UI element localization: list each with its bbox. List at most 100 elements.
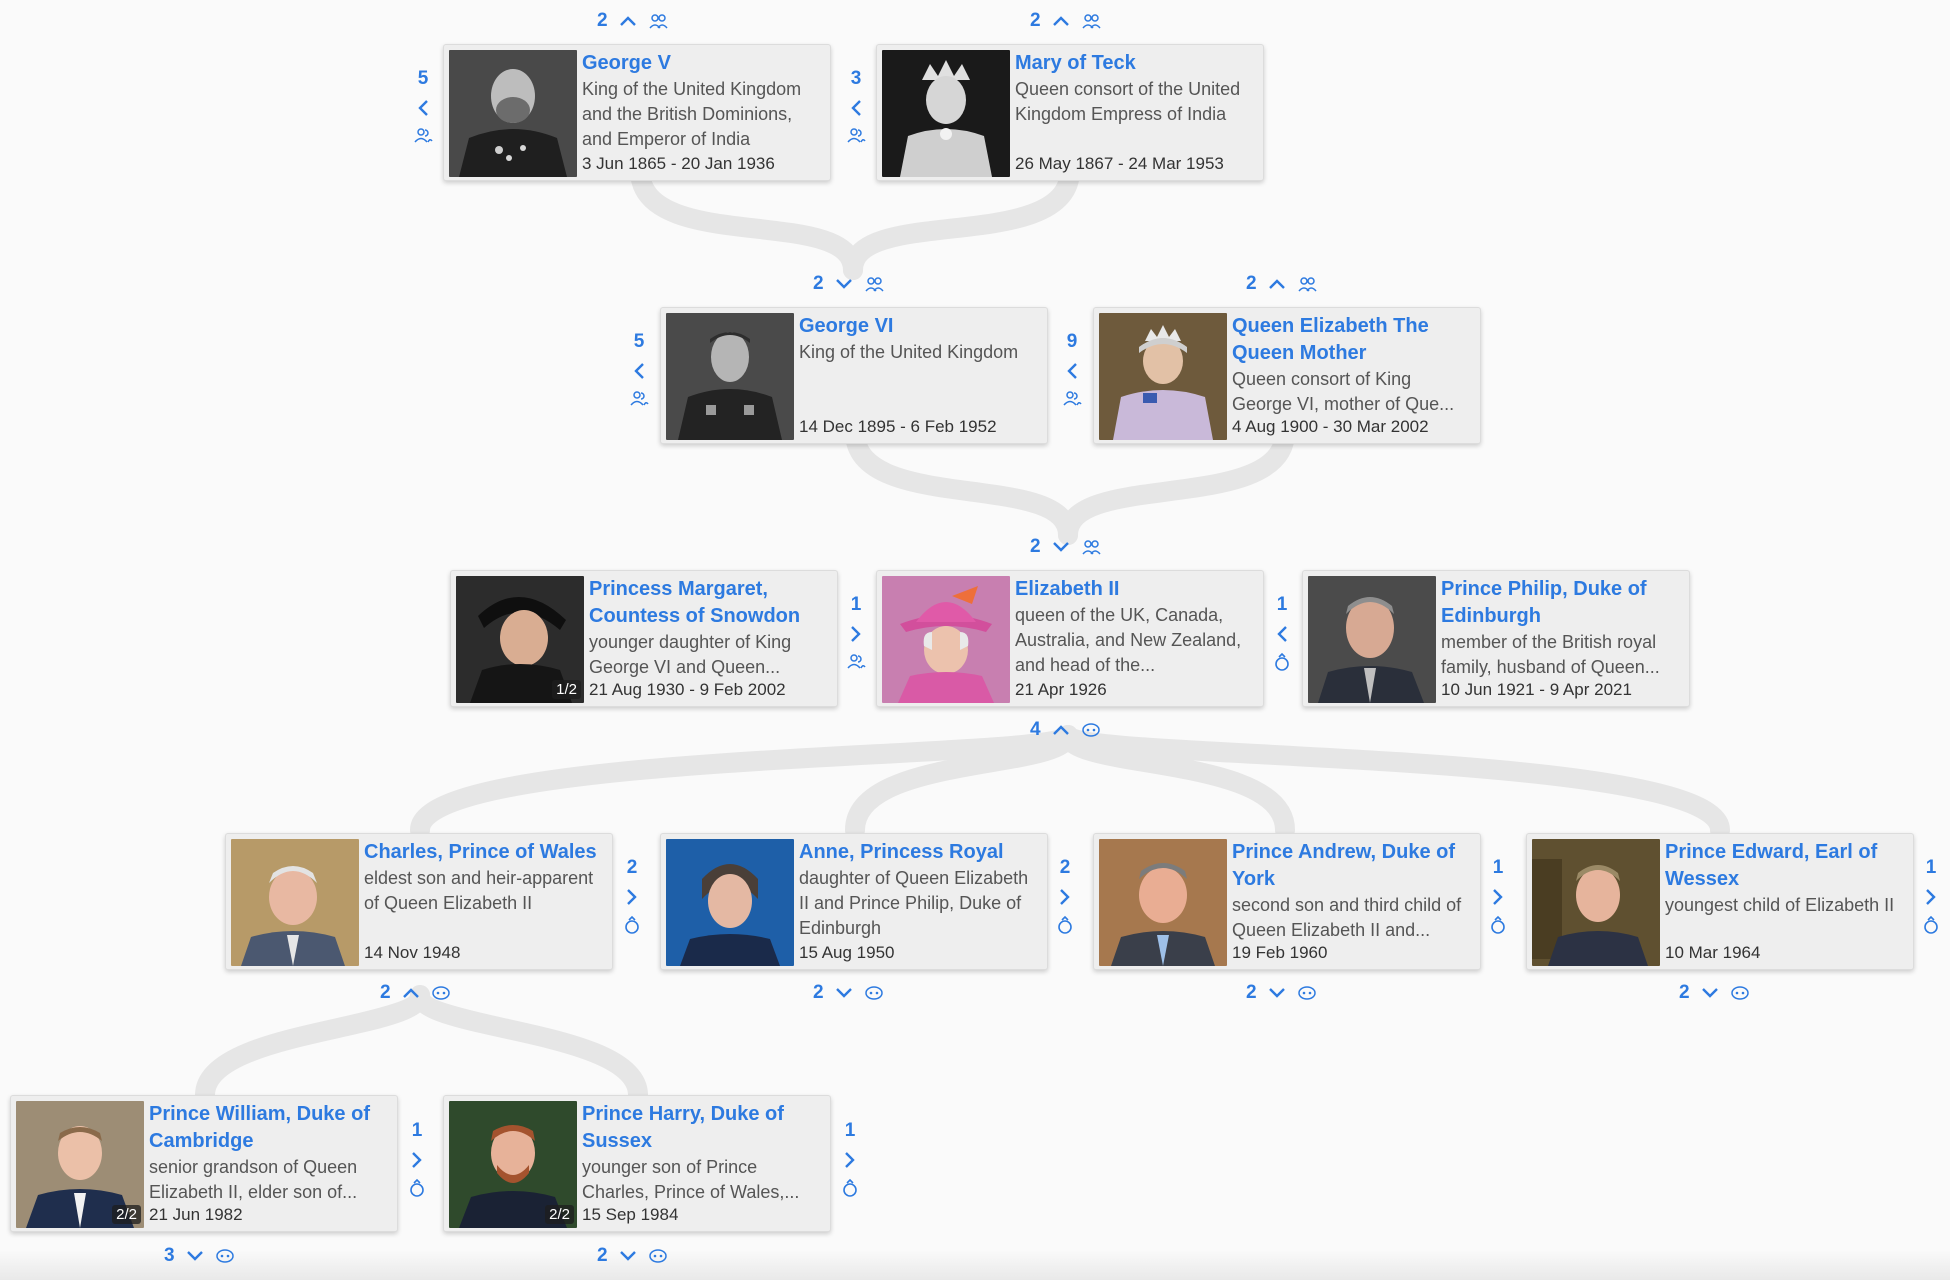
photo-page-indicator[interactable]: 2/2 — [112, 1205, 141, 1224]
children-toggle-william[interactable]: 3 — [164, 1245, 235, 1267]
chevron-down-icon[interactable] — [1267, 986, 1287, 1000]
parents-icon[interactable] — [1081, 538, 1101, 556]
children-toggle-anne[interactable]: 2 — [813, 982, 884, 1004]
chevron-down-icon[interactable] — [834, 986, 854, 1000]
siblings-icon[interactable] — [846, 126, 866, 144]
person-card-george-vi[interactable]: George VI King of the United Kingdom 14 … — [660, 307, 1048, 444]
ring-icon[interactable] — [623, 915, 641, 935]
chevron-left-icon[interactable] — [849, 98, 863, 118]
spouses-toggle-anne[interactable]: 2 — [1056, 857, 1074, 935]
chevron-down-icon[interactable] — [834, 277, 854, 291]
children-toggle-harry[interactable]: 2 — [597, 1245, 668, 1267]
chevron-right-icon[interactable] — [1491, 887, 1505, 907]
children-icon[interactable] — [431, 984, 451, 1002]
chevron-right-icon[interactable] — [1058, 887, 1072, 907]
children-icon[interactable] — [1730, 984, 1750, 1002]
siblings-toggle-george-v[interactable]: 5 — [413, 68, 433, 144]
spouses-toggle-harry[interactable]: 1 — [841, 1120, 859, 1198]
chevron-up-icon[interactable] — [1051, 14, 1071, 28]
chevron-up-icon[interactable] — [1267, 277, 1287, 291]
spouses-toggle-andrew[interactable]: 1 — [1489, 857, 1507, 935]
chevron-right-icon[interactable] — [843, 1150, 857, 1170]
person-card-mary-of-teck[interactable]: Mary of Teck Queen consort of the United… — [876, 44, 1264, 181]
person-name[interactable]: Princess Margaret, Countess of Snowdon — [589, 578, 801, 627]
person-name[interactable]: Prince Edward, Earl of Wessex — [1665, 841, 1878, 890]
children-icon[interactable] — [1297, 984, 1317, 1002]
chevron-up-icon[interactable] — [401, 986, 421, 1000]
chevron-right-icon[interactable] — [1924, 887, 1938, 907]
chevron-left-icon[interactable] — [632, 361, 646, 381]
person-card-edward[interactable]: Prince Edward, Earl of Wessex youngest c… — [1526, 833, 1914, 970]
siblings-toggle-mary[interactable]: 3 — [846, 68, 866, 144]
person-card-harry[interactable]: 2/2 Prince Harry, Duke of Sussex younger… — [443, 1095, 831, 1232]
children-toggle-charles[interactable]: 2 — [380, 982, 451, 1004]
photo-page-indicator[interactable]: 2/2 — [545, 1205, 574, 1224]
children-icon[interactable] — [1081, 721, 1101, 739]
chevron-up-icon[interactable] — [618, 14, 638, 28]
person-card-princess-margaret[interactable]: 1/2 Princess Margaret, Countess of Snowd… — [450, 570, 838, 707]
siblings-icon[interactable] — [846, 652, 866, 670]
ring-icon[interactable] — [1056, 915, 1074, 935]
chevron-up-icon[interactable] — [1051, 723, 1071, 737]
parents-toggle-queen-mother[interactable]: 2 — [1246, 273, 1317, 295]
ring-icon[interactable] — [841, 1178, 859, 1198]
person-card-charles[interactable]: Charles, Prince of Wales eldest son and … — [225, 833, 613, 970]
parents-toggle-elizabeth-ii[interactable]: 2 — [1030, 536, 1101, 558]
chevron-down-icon[interactable] — [1051, 540, 1071, 554]
spouses-toggle-edward[interactable]: 1 — [1922, 857, 1940, 935]
children-icon[interactable] — [648, 1247, 668, 1265]
photo-page-indicator[interactable]: 1/2 — [552, 680, 581, 699]
person-card-george-v[interactable]: George V King of the United Kingdom and … — [443, 44, 831, 181]
parents-icon[interactable] — [864, 275, 884, 293]
spouses-toggle-william[interactable]: 1 — [408, 1120, 426, 1198]
person-card-prince-philip[interactable]: Prince Philip, Duke of Edinburgh member … — [1302, 570, 1690, 707]
chevron-down-icon[interactable] — [185, 1249, 205, 1263]
children-icon[interactable] — [864, 984, 884, 1002]
parents-toggle-mary[interactable]: 2 — [1030, 10, 1101, 32]
ring-icon[interactable] — [1489, 915, 1507, 935]
person-name[interactable]: Charles, Prince of Wales — [364, 841, 597, 863]
person-name[interactable]: Prince Philip, Duke of Edinburgh — [1441, 578, 1647, 627]
children-icon[interactable] — [215, 1247, 235, 1265]
chevron-left-icon[interactable] — [1065, 361, 1079, 381]
person-card-elizabeth-ii[interactable]: Elizabeth II queen of the UK, Canada, Au… — [876, 570, 1264, 707]
parents-toggle-george-vi[interactable]: 2 — [813, 273, 884, 295]
chevron-left-icon[interactable] — [416, 98, 430, 118]
children-toggle-elizabeth-ii[interactable]: 4 — [1030, 719, 1101, 741]
ring-icon[interactable] — [1273, 652, 1291, 672]
parents-toggle-george-v[interactable]: 2 — [597, 10, 668, 32]
ring-icon[interactable] — [1922, 915, 1940, 935]
person-name[interactable]: Queen Elizabeth The Queen Mother — [1232, 315, 1429, 364]
person-name[interactable]: George V — [582, 52, 671, 74]
siblings-icon[interactable] — [629, 389, 649, 407]
chevron-right-icon[interactable] — [625, 887, 639, 907]
chevron-down-icon[interactable] — [618, 1249, 638, 1263]
ring-icon[interactable] — [408, 1178, 426, 1198]
person-name[interactable]: Prince Harry, Duke of Sussex — [582, 1103, 784, 1152]
parents-icon[interactable] — [1297, 275, 1317, 293]
chevron-left-icon[interactable] — [1275, 624, 1289, 644]
person-name[interactable]: Anne, Princess Royal — [799, 841, 1004, 863]
parents-icon[interactable] — [648, 12, 668, 30]
siblings-toggle-queen-mother[interactable]: 9 — [1062, 331, 1082, 407]
person-card-andrew[interactable]: Prince Andrew, Duke of York second son a… — [1093, 833, 1481, 970]
person-card-anne[interactable]: Anne, Princess Royal daughter of Queen E… — [660, 833, 1048, 970]
person-card-queen-mother[interactable]: Queen Elizabeth The Queen Mother Queen c… — [1093, 307, 1481, 444]
chevron-down-icon[interactable] — [1700, 986, 1720, 1000]
siblings-icon[interactable] — [1062, 389, 1082, 407]
person-name[interactable]: Prince William, Duke of Cambridge — [149, 1103, 370, 1152]
chevron-right-icon[interactable] — [410, 1150, 424, 1170]
children-toggle-edward[interactable]: 2 — [1679, 982, 1750, 1004]
chevron-right-icon[interactable] — [849, 624, 863, 644]
spouses-toggle-charles[interactable]: 2 — [623, 857, 641, 935]
person-card-william[interactable]: 2/2 Prince William, Duke of Cambridge se… — [10, 1095, 398, 1232]
person-name[interactable]: Elizabeth II — [1015, 578, 1120, 600]
children-toggle-andrew[interactable]: 2 — [1246, 982, 1317, 1004]
siblings-toggle-george-vi[interactable]: 5 — [629, 331, 649, 407]
person-name[interactable]: Prince Andrew, Duke of York — [1232, 841, 1456, 890]
spouses-toggle-philip[interactable]: 1 — [1273, 594, 1291, 672]
parents-icon[interactable] — [1081, 12, 1101, 30]
siblings-toggle-margaret[interactable]: 1 — [846, 594, 866, 670]
person-name[interactable]: George VI — [799, 315, 894, 337]
